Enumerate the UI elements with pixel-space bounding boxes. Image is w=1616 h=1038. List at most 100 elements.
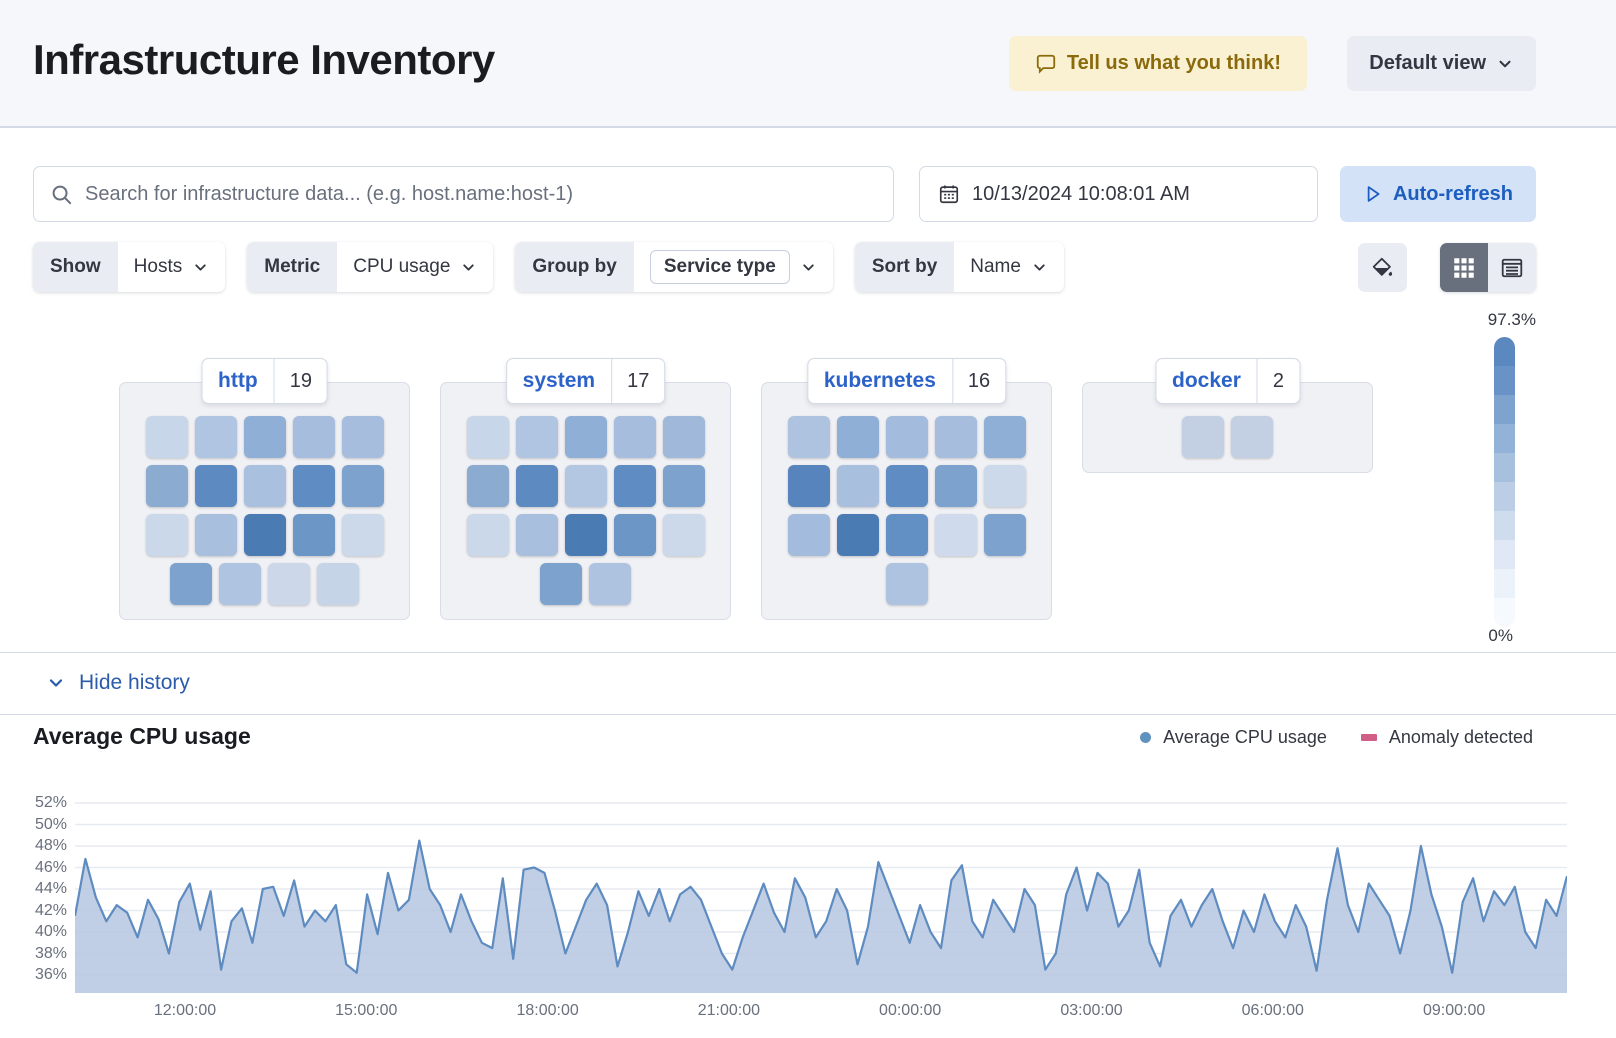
grid-view-button[interactable] [1440, 243, 1488, 292]
y-axis-tick: 38% [34, 944, 67, 962]
host-node[interactable] [515, 514, 558, 556]
group-name[interactable]: http [218, 369, 258, 392]
filter-value[interactable]: Hosts [133, 256, 183, 277]
host-node[interactable] [885, 465, 928, 507]
grid-view-icon [1452, 256, 1476, 280]
x-axis-tick: 06:00:00 [1241, 1002, 1304, 1019]
host-node[interactable] [613, 416, 656, 458]
filter-sort-by[interactable]: Sort by Name [854, 242, 1064, 292]
filter-show[interactable]: Show Hosts [33, 242, 226, 292]
filter-metric[interactable]: Metric CPU usage [247, 242, 494, 292]
host-node[interactable] [1231, 416, 1273, 458]
host-node[interactable] [589, 563, 631, 605]
host-node[interactable] [836, 465, 879, 507]
host-node[interactable] [934, 465, 977, 507]
host-node[interactable] [983, 416, 1026, 458]
cpu-usage-area-chart[interactable] [75, 758, 1567, 993]
host-node[interactable] [145, 465, 188, 507]
host-node[interactable] [983, 465, 1026, 507]
host-node[interactable] [515, 416, 558, 458]
search-bar[interactable] [33, 166, 894, 222]
legend-item-anomaly-detected[interactable]: Anomaly detected [1360, 727, 1533, 748]
host-node[interactable] [170, 563, 212, 605]
host-node[interactable] [466, 465, 509, 507]
host-node[interactable] [934, 416, 977, 458]
host-node[interactable] [1182, 416, 1224, 458]
group-badge-system[interactable]: system 17 [505, 358, 666, 404]
host-node[interactable] [885, 563, 928, 605]
host-node[interactable] [194, 514, 237, 556]
host-node[interactable] [885, 416, 928, 458]
host-node[interactable] [219, 563, 261, 605]
host-node[interactable] [662, 514, 705, 556]
host-node[interactable] [613, 465, 656, 507]
host-node[interactable] [540, 563, 582, 605]
group-count: 19 [289, 369, 312, 392]
host-node[interactable] [787, 514, 830, 556]
scale-max-label: 97.3% [1487, 310, 1536, 329]
group-badge-kubernetes[interactable]: kubernetes 16 [806, 358, 1007, 404]
filter-value[interactable]: CPU usage [353, 256, 451, 277]
host-node[interactable] [564, 416, 607, 458]
filter-value[interactable]: Name [970, 256, 1021, 277]
host-node[interactable] [243, 416, 286, 458]
host-node[interactable] [662, 465, 705, 507]
host-node[interactable] [564, 465, 607, 507]
filter-value[interactable]: Service type [649, 250, 790, 284]
host-node[interactable] [466, 416, 509, 458]
host-node[interactable] [613, 514, 656, 556]
datetime-value: 10/13/2024 10:08:01 AM [972, 182, 1190, 205]
host-node[interactable] [515, 465, 558, 507]
table-view-button[interactable] [1488, 243, 1536, 292]
y-axis-tick: 52% [34, 794, 67, 811]
host-node[interactable] [194, 416, 237, 458]
host-node[interactable] [292, 416, 335, 458]
legend-label: Average CPU usage [1163, 727, 1327, 747]
color-palette-button[interactable] [1358, 243, 1407, 292]
x-axis-tick: 03:00:00 [1060, 1002, 1123, 1019]
host-node[interactable] [787, 465, 830, 507]
filter-group-by[interactable]: Group by Service type [515, 242, 833, 292]
legend-item-average-cpu-usage[interactable]: Average CPU usage [1140, 727, 1327, 748]
host-node[interactable] [885, 514, 928, 556]
host-node[interactable] [836, 416, 879, 458]
default-view-button[interactable]: Default view [1347, 36, 1536, 91]
host-node[interactable] [292, 514, 335, 556]
chevron-down-icon [46, 673, 66, 693]
host-node[interactable] [341, 514, 384, 556]
host-node[interactable] [194, 465, 237, 507]
host-node[interactable] [341, 465, 384, 507]
hide-history-link[interactable]: Hide history [46, 671, 190, 695]
host-node[interactable] [466, 514, 509, 556]
group-badge-docker[interactable]: docker 2 [1155, 358, 1300, 404]
host-node[interactable] [787, 416, 830, 458]
host-node[interactable] [662, 416, 705, 458]
host-node[interactable] [564, 514, 607, 556]
host-node[interactable] [243, 514, 286, 556]
group-count: 17 [627, 369, 650, 392]
host-node[interactable] [934, 514, 977, 556]
host-node[interactable] [341, 416, 384, 458]
group-name[interactable]: kubernetes [823, 369, 936, 392]
host-node[interactable] [268, 563, 310, 605]
y-axis-tick: 40% [34, 923, 67, 940]
auto-refresh-button[interactable]: Auto-refresh [1340, 166, 1536, 222]
x-axis-tick: 09:00:00 [1422, 1002, 1486, 1019]
search-input[interactable] [85, 182, 877, 206]
host-node[interactable] [836, 514, 879, 556]
group-name[interactable]: system [522, 369, 596, 392]
group-name[interactable]: docker [1172, 369, 1241, 392]
host-node[interactable] [145, 416, 188, 458]
host-node[interactable] [145, 514, 188, 556]
chevron-down-icon [1031, 259, 1048, 276]
datetime-picker[interactable]: 10/13/2024 10:08:01 AM [919, 166, 1318, 222]
host-node[interactable] [243, 465, 286, 507]
speech-bubble-icon [1035, 53, 1057, 75]
host-node[interactable] [292, 465, 335, 507]
chevron-down-icon [800, 259, 817, 276]
host-node[interactable] [317, 563, 359, 605]
group-badge-http[interactable]: http 19 [201, 358, 328, 404]
x-axis-tick: 00:00:00 [879, 1002, 942, 1019]
host-node[interactable] [983, 514, 1026, 556]
feedback-button[interactable]: Tell us what you think! [1008, 36, 1307, 91]
